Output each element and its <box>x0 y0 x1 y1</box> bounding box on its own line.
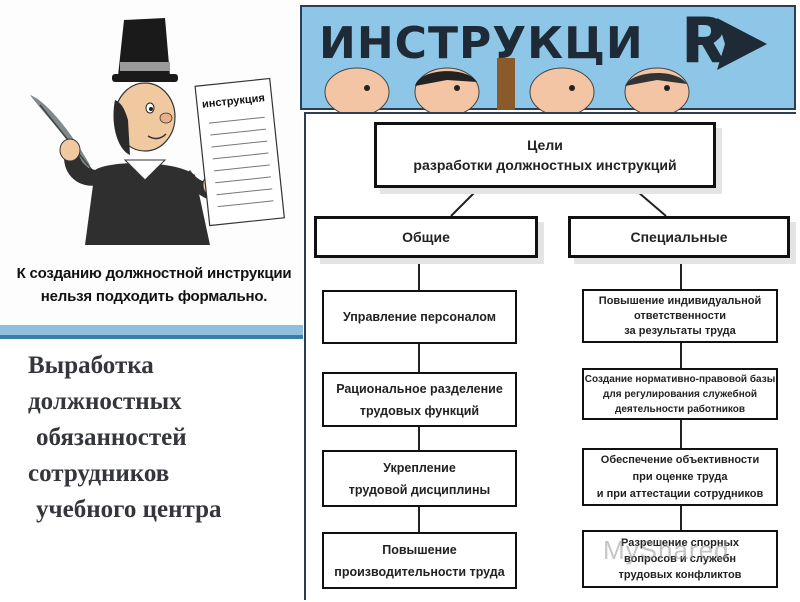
special-item-line1: Обеспечение объективности <box>600 453 760 466</box>
special-item-line1: Создание нормативно-правовой базы <box>584 373 776 385</box>
cartoon-underline-dark <box>0 335 303 339</box>
cartoon-caption: К созданию должностной инструкции нельзя… <box>14 262 294 308</box>
special-header: Специальные <box>630 229 728 245</box>
general-item-line1: Управление персоналом <box>342 309 497 324</box>
title-line5: учебного центра <box>36 496 222 523</box>
watermark: MyShared <box>603 535 730 565</box>
special-item-line2: при оценке труда <box>632 470 728 483</box>
clerk-illustration: инструкция <box>0 0 303 325</box>
title-line4: сотрудников <box>28 460 170 487</box>
root-title: Цели <box>527 137 563 153</box>
banner-background <box>300 5 796 113</box>
instruction-sheet: инструкция <box>194 77 285 227</box>
special-item-line1: Разрешение спорных <box>621 537 739 549</box>
heads-icon <box>324 67 690 113</box>
special-item-box: Разрешение спорных вопросов и служебн тр… <box>582 530 778 588</box>
special-item-line2: для регулирования служебной <box>603 388 757 400</box>
special-item-box: Обеспечение объективности при оценке тру… <box>582 448 778 506</box>
goals-diagram: Цели разработки должностных инструкций О… <box>304 112 796 600</box>
root-subtitle: разработки должностных инструкций <box>413 157 677 173</box>
general-item-box: Рациональное разделение трудовых функций <box>322 372 517 427</box>
banner-mirrored-letter: Я <box>681 4 729 77</box>
special-item-line3: деятельности работников <box>614 403 746 415</box>
special-item-box: Создание нормативно-правовой базы для ре… <box>582 368 778 420</box>
special-item-line1: Повышение индивидуальной <box>598 294 762 307</box>
cartoon-panel: инструкция К созданию должностной инстру… <box>0 0 303 325</box>
title-line2: должностных <box>28 388 182 415</box>
special-item-line3: и при аттестации сотрудников <box>596 487 764 500</box>
general-item-line2: трудовых функций <box>359 403 480 418</box>
arrow-right-icon <box>717 18 767 70</box>
special-item-line3: за результаты труда <box>624 324 736 337</box>
title-line1: Выработка <box>28 352 154 379</box>
general-item-line2: производительности труда <box>334 564 505 579</box>
signpost-icon <box>497 58 515 110</box>
slide-title: Выработка должностных обязанностей сотру… <box>28 348 298 528</box>
special-item-line3: трудовых конфликтов <box>618 569 742 581</box>
root-goals-box: Цели разработки должностных инструкций <box>374 122 716 188</box>
special-item-line2: ответственности <box>633 309 727 322</box>
special-item-line2: вопросов и служебн <box>623 553 737 565</box>
diagram-connectors <box>418 185 682 532</box>
general-item-line1: Рациональное разделение <box>336 381 503 396</box>
banner-word: ИНСТРУКЦИ <box>319 18 644 69</box>
general-item-line1: Укрепление <box>383 460 456 475</box>
general-item-line1: Повышение <box>382 542 457 557</box>
instruction-banner: ИНСТРУКЦИ Я <box>297 0 800 113</box>
cartoon-caption-line2: нельзя подходить формально. <box>40 288 268 305</box>
special-header-box: Специальные <box>568 216 790 258</box>
special-item-box: Повышение индивидуальной ответственности… <box>582 289 778 343</box>
general-item-line2: трудовой дисциплины <box>348 482 491 497</box>
general-header: Общие <box>402 229 450 245</box>
general-item-box: Повышение производительности труда <box>322 532 517 589</box>
general-header-box: Общие <box>314 216 538 258</box>
cartoon-caption-line1: К созданию должностной инструкции <box>16 265 292 282</box>
general-item-box: Управление персоналом <box>322 290 517 344</box>
general-item-box: Укрепление трудовой дисциплины <box>322 450 517 507</box>
title-line3: обязанностей <box>36 424 187 451</box>
